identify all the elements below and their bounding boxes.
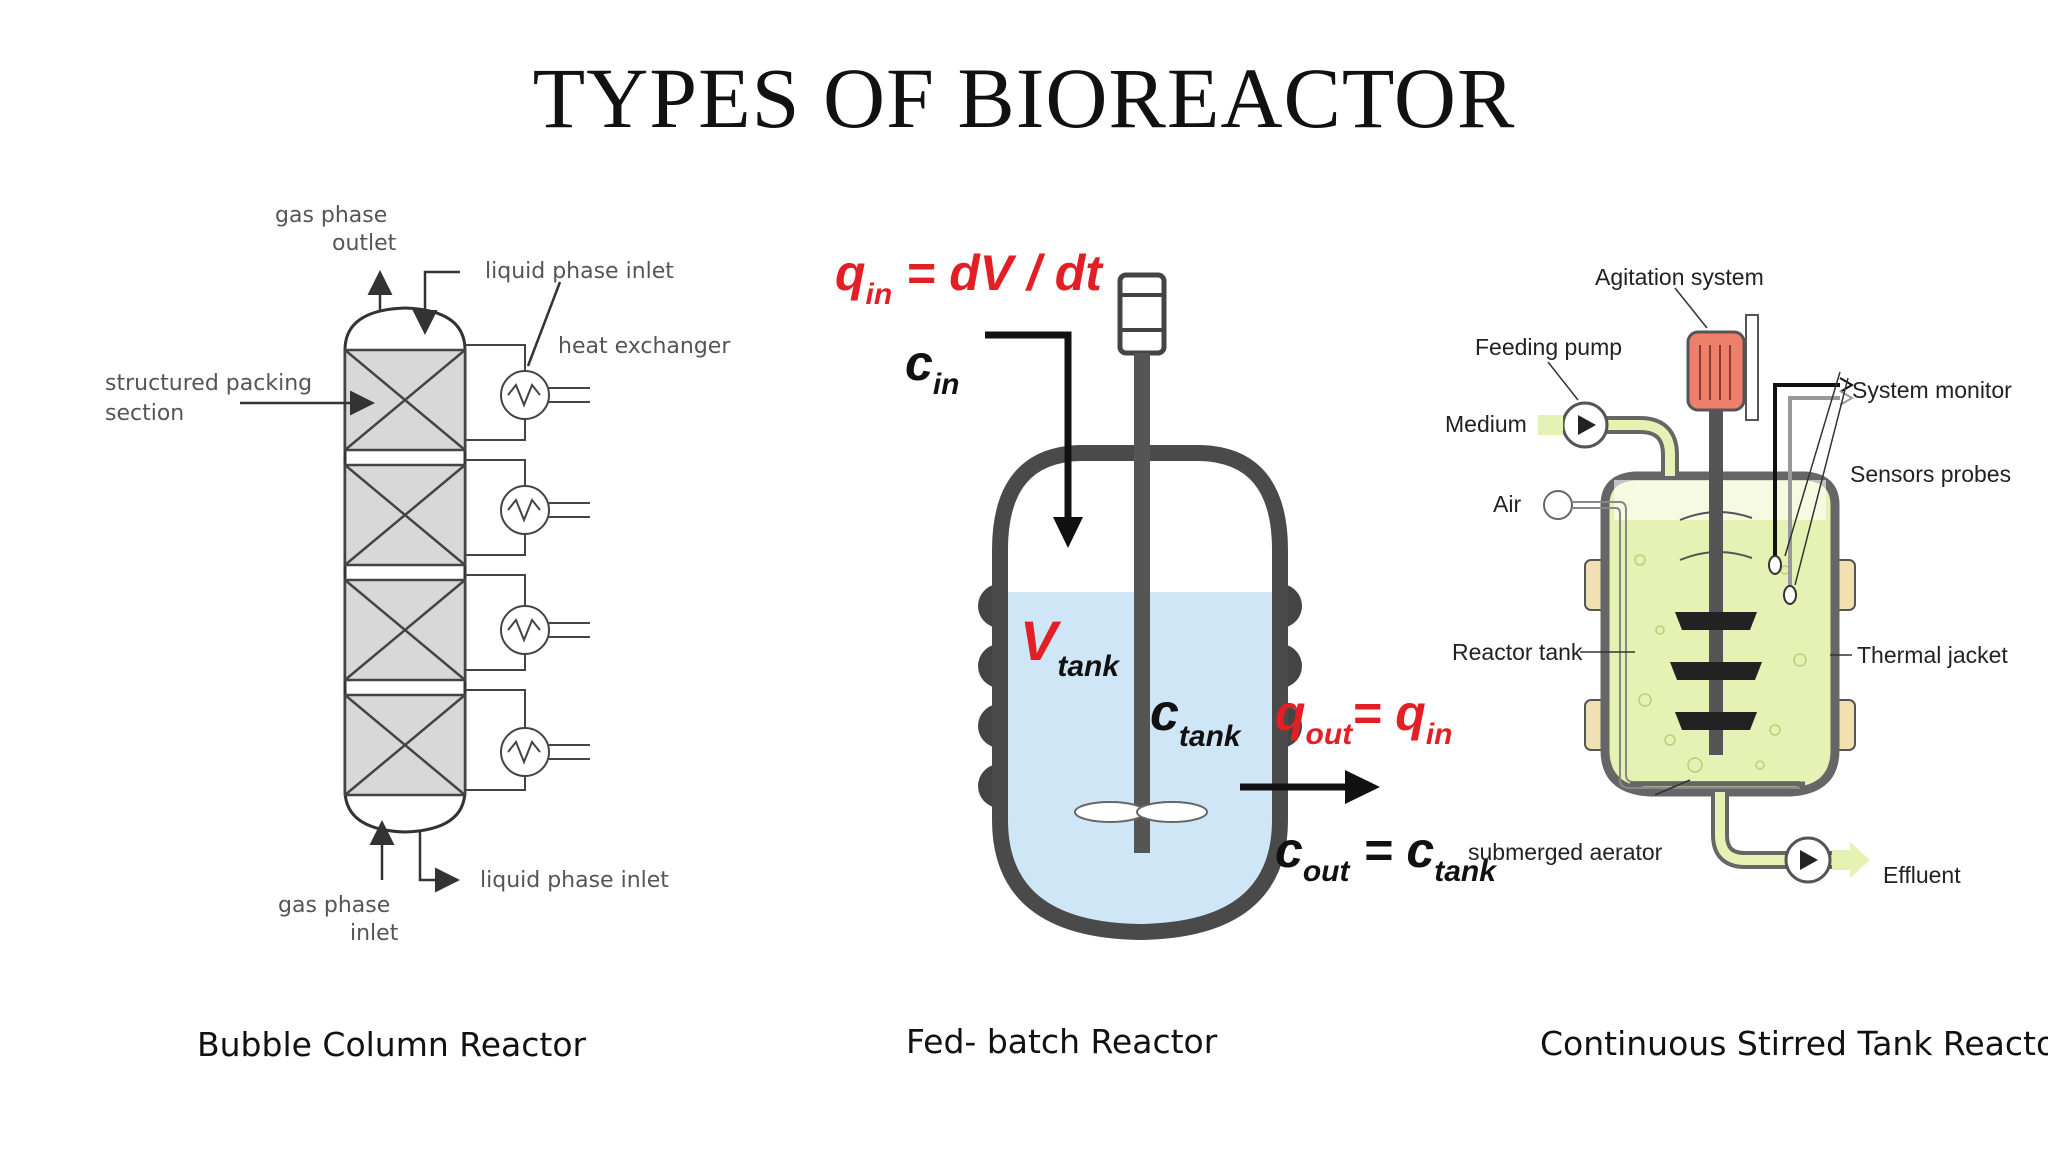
heat-exchanger-icon [465, 344, 590, 441]
qout-equation: qout= qin [1275, 685, 1453, 751]
svg-text:Vtank: Vtank [1020, 609, 1120, 683]
feeding-line [1538, 401, 1679, 476]
air-line [1543, 490, 1805, 789]
system-monitor-label: System monitor [1852, 377, 2012, 403]
outlet-arrow [1240, 770, 1380, 804]
liquid-inlet-top-label: liquid phase inlet [485, 259, 674, 284]
sensors-label: Sensors probes [1850, 461, 2011, 487]
aerator-label: submerged aerator [1468, 839, 1663, 865]
caption-bubble-column: Bubble Column Reactor [197, 1025, 587, 1064]
motor-icon [1117, 272, 1167, 356]
medium-label: Medium [1445, 411, 1527, 437]
heat-exchanger-icon [465, 574, 590, 671]
packing-label-2: section [105, 401, 184, 426]
impeller-blade [1670, 662, 1762, 680]
leader-lines [1547, 287, 1852, 796]
impeller-blade [1675, 612, 1757, 630]
effluent-arrow-icon [1832, 842, 1870, 878]
heat-exchanger-icon [465, 459, 590, 556]
agitator [1074, 272, 1208, 853]
liquid-inlet-top-arrow [412, 270, 460, 335]
bubbles [1634, 554, 1807, 773]
ctank-label: ctank [1150, 684, 1242, 753]
cout-equation: cout = ctank [1275, 822, 1497, 888]
air-label: Air [1493, 491, 1521, 517]
gas-outlet-label: gas phase [275, 203, 387, 228]
agitator-shaft [1670, 410, 1762, 755]
heat-exchanger-pointer [526, 281, 562, 367]
packing-sections [343, 348, 467, 797]
impeller-blade [1675, 712, 1757, 730]
gas-inlet-label: gas phase [278, 893, 390, 918]
impeller-blade [1136, 801, 1208, 823]
svg-text:qin = dV / dt: qin = dV / dt [835, 245, 1104, 311]
effluent-label: Effluent [1883, 862, 1961, 888]
heat-exchanger-label: heat exchanger [558, 334, 731, 359]
inlet-arrow [985, 331, 1083, 548]
gas-outlet-label-2: outlet [332, 231, 397, 256]
liquid-inlet-bottom-label: liquid phase inlet [480, 868, 669, 893]
reactor-tank-label: Reactor tank [1452, 639, 1583, 665]
packing-label: structured packing [105, 371, 312, 396]
cstr-diagram: Agitation system Feeding pump Medium Sys… [1445, 264, 2012, 888]
svg-text:ctank: ctank [1150, 684, 1242, 753]
gas-inlet-label-2: inlet [350, 921, 399, 946]
cin-label: cin [905, 335, 959, 401]
heat-exchanger-icon [465, 689, 590, 791]
sensor-probe-icon [1768, 555, 1782, 575]
impeller-blade [1074, 801, 1146, 823]
caption-cstr: Continuous Stirred Tank Reactor [1540, 1024, 2048, 1063]
heat-exchangers [465, 344, 590, 791]
air-inlet-icon [1543, 490, 1573, 520]
feeding-pump-label: Feeding pump [1475, 334, 1622, 360]
rotation-arrow-icon [1679, 550, 1753, 561]
svg-text:cout = ctank: cout = ctank [1275, 822, 1497, 888]
svg-text:qout= qin: qout= qin [1275, 685, 1453, 751]
agitation-motor-icon [1686, 314, 1759, 421]
liquid-inlet-bottom-arrow [418, 830, 460, 893]
sensor-probe-icon [1783, 585, 1797, 605]
svg-text:cin: cin [905, 335, 959, 401]
effluent-line [1711, 792, 1870, 884]
vtank-label: Vtank [1020, 609, 1120, 683]
agitation-label: Agitation system [1595, 264, 1764, 290]
bubble-column-diagram: gas phase outlet liquid phase inlet heat… [105, 203, 731, 946]
flow-arrows [240, 270, 562, 893]
thermal-jacket-label: Thermal jacket [1857, 642, 2008, 668]
caption-fed-batch: Fed- batch Reactor [906, 1022, 1218, 1061]
qin-equation: qin = dV / dt [835, 245, 1104, 311]
fed-batch-diagram: qin = dV / dt cin Vtank ctank qout= qin … [835, 245, 1497, 941]
sensor-lines [1768, 377, 1854, 605]
slide-title: TYPES OF BIOREACTOR [532, 50, 1516, 146]
rotation-arrow-icon [1679, 510, 1753, 521]
